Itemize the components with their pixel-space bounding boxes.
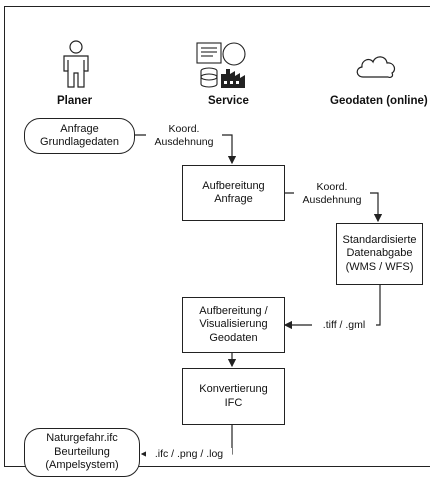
service-icon: [196, 42, 246, 88]
actor-geodaten-label: Geodaten (online): [330, 95, 428, 107]
edge-label-tiff-gml: .tiff / .gml: [312, 319, 376, 332]
diagram-frame: [4, 6, 430, 467]
node-standardisierte-datenabgabe: Standardisierte Datenabgabe (WMS / WFS): [336, 223, 423, 285]
node-konvertierung-ifc: Konvertierung IFC: [182, 368, 285, 425]
node-aufbereitung-visualisierung-geodaten: Aufbereitung / Visualisierung Geodaten: [182, 297, 285, 353]
cloud-icon: [356, 56, 396, 78]
actor-service-label: Service: [208, 95, 249, 107]
node-anfrage-grundlagedaten: Anfrage Grundlagedaten: [24, 118, 135, 154]
node-aufbereitung-anfrage: Aufbereitung Anfrage: [182, 165, 285, 221]
person-icon: [63, 40, 89, 88]
edge-label-koord-ausdehnung-1: Koord. Ausdehnung: [146, 123, 222, 149]
edge-label-koord-ausdehnung-2: Koord. Ausdehnung: [294, 181, 370, 207]
node-naturgefahr-beurteilung: Naturgefahr.ifc Beurteilung (Ampelsystem…: [24, 428, 140, 477]
actor-planer-label: Planer: [57, 95, 93, 107]
edge-label-ifc-png-log: .ifc / .png / .log: [146, 448, 232, 461]
